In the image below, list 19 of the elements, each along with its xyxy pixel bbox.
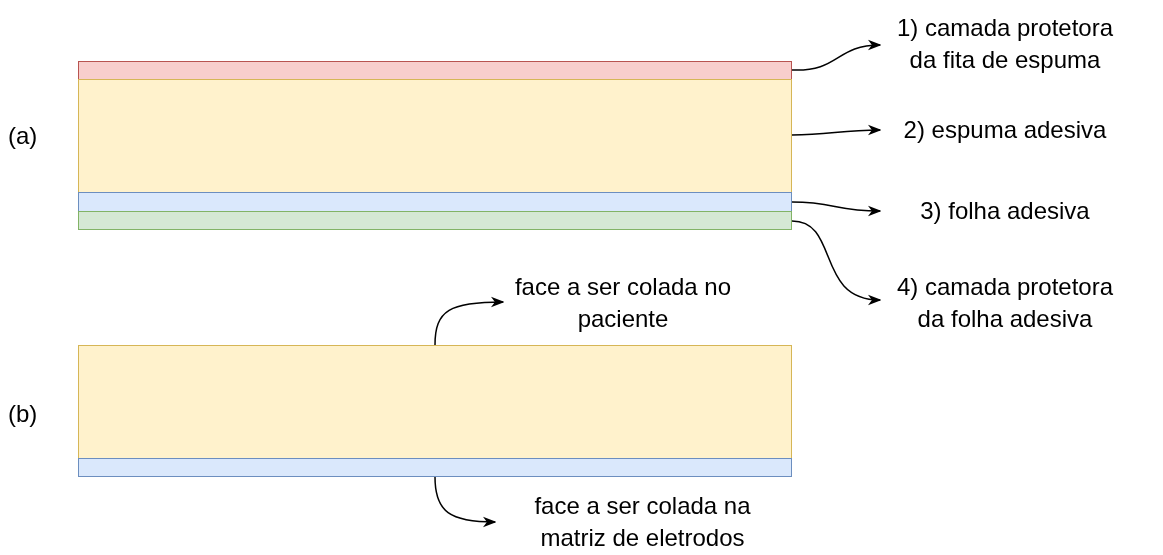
- layer-bar: [78, 79, 792, 193]
- arrow: [791, 220, 882, 305]
- layer-bar: [78, 458, 792, 477]
- layer-label: 1) camada protetora da fita de espuma: [885, 12, 1125, 76]
- arrow: [434, 476, 497, 528]
- layer-bar: [78, 211, 792, 230]
- layer-bar: [78, 192, 792, 212]
- arrow: [434, 296, 505, 346]
- layer-bar: [78, 345, 792, 459]
- arrow: [791, 124, 882, 136]
- layer-label: 3) folha adesiva: [885, 195, 1125, 227]
- panel-label: (b): [8, 399, 38, 429]
- layer-label: 4) camada protetora da folha adesiva: [885, 271, 1125, 335]
- layer-label: 2) espuma adesiva: [885, 114, 1125, 146]
- layer-label: face a ser colada no paciente: [508, 271, 738, 335]
- panel-label: (a): [8, 121, 38, 151]
- arrow: [791, 201, 882, 217]
- layer-label: face a ser colada na matriz de eletrodos: [500, 490, 785, 554]
- arrow: [791, 40, 882, 71]
